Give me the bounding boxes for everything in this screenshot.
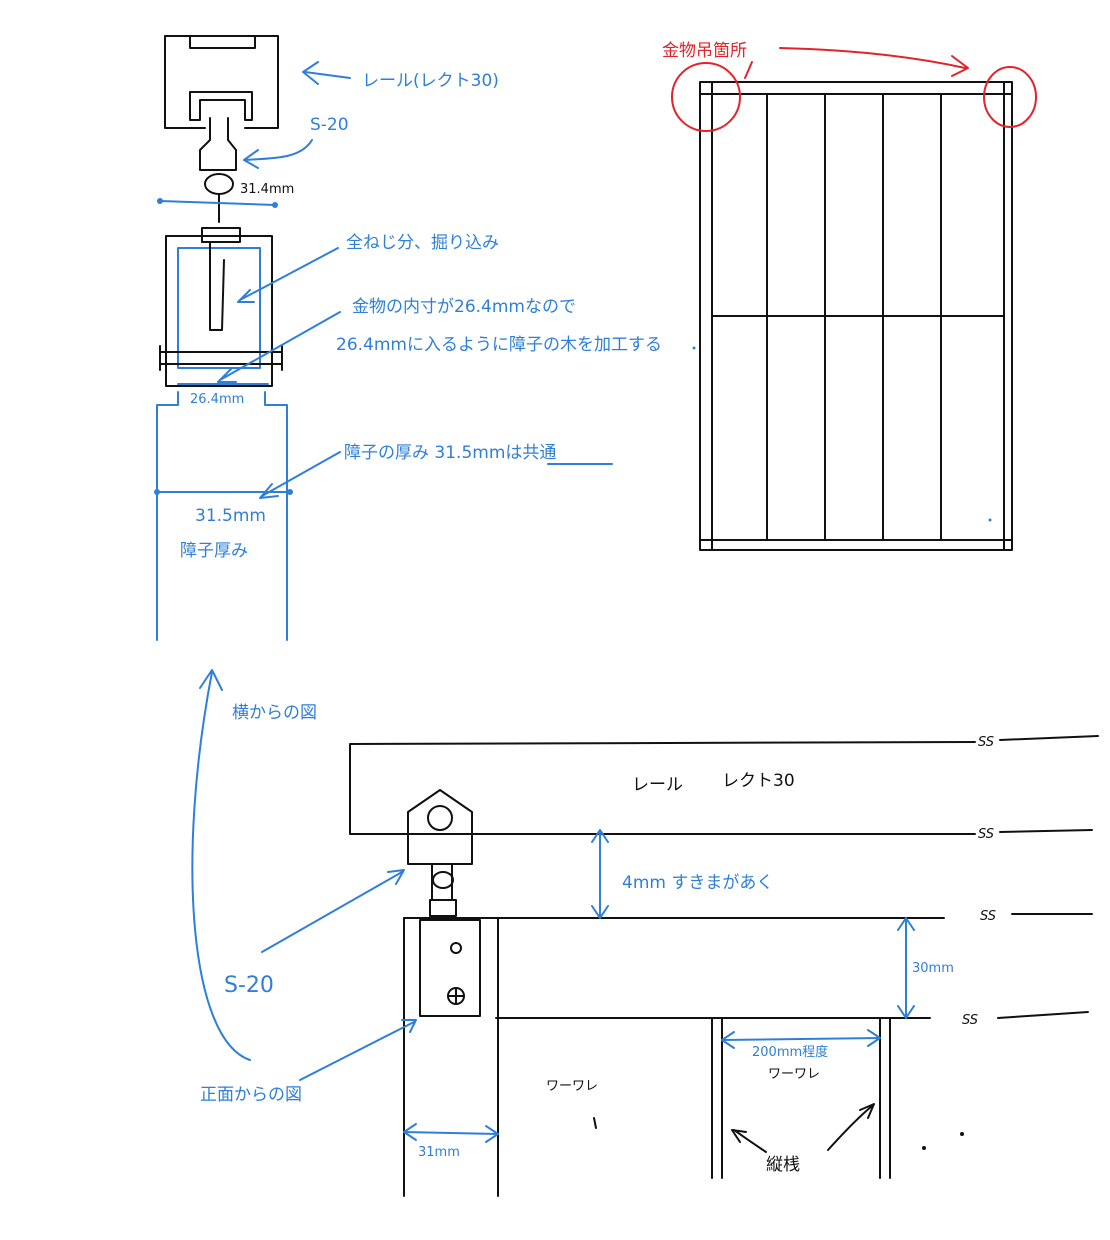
front-screw-2-cross [447,987,465,1005]
front-mullion [711,1017,891,1179]
front-screw-1 [450,942,462,954]
hanger-circle-left [671,62,741,132]
stile-width-label: 31mm [418,1145,460,1160]
front-fitting-plate [419,919,481,1017]
front-view-arrow [299,1019,417,1081]
stray-dot-4 [988,518,992,522]
fitting-note-2: 26.4mmに入るように障子の木を加工する [336,335,662,355]
top-rail-height: 30mm [912,961,954,976]
ss-leader-2 [999,829,1093,833]
front-runner-wheel [427,805,453,831]
ss-label-1: SS [978,735,994,750]
fitting-crossbar [159,345,283,371]
inner-width-label: 26.4mm [190,392,244,407]
runner-nut [204,173,234,195]
front-runner-nut [432,871,454,889]
rail-runner-wheel [189,91,253,121]
front-runner-hex [407,789,473,865]
dim-dot-thick-left [154,489,160,495]
spacing-dim [721,1029,881,1049]
front-top-rail [403,917,945,1019]
tenon-label-2: ワーワレ [768,1067,820,1082]
front-runner-arrow [261,869,405,953]
view-link-arrow [191,669,251,1061]
dim-dot-left [157,198,163,204]
tenon-tick [593,1117,597,1129]
runner-body [199,117,237,171]
fitting-hook [201,227,241,331]
hanger-circle-right [983,66,1037,128]
dim-dot-right [272,202,278,208]
ss-label-4: SS [962,1013,978,1028]
rail-label: レール(レクト30) [362,71,499,91]
thickness-arrow [259,451,341,499]
front-rail-label: レール [632,775,683,795]
gap-dim [591,829,609,919]
mullion-arrow-left [731,1129,767,1153]
rail-arrow [302,61,351,85]
front-rail [349,741,976,835]
ss-label-2: SS [978,827,994,842]
fitting-note-1: 金物の内寸が26.4mmなので [352,297,576,317]
runner-arrow [243,139,313,169]
hanger-pointer [744,61,753,79]
hanger-arrow [779,47,969,77]
mullion-arrow-right [827,1103,875,1151]
top-rail-dim [897,917,915,1019]
fitting-arrow [217,311,341,383]
side-view: 31.4mm 26.4mm 31.5mm 障子厚み レール(レクト30) S-2… [154,35,662,641]
screw-note: 全ねじ分、掘り込み [346,233,499,253]
hanger-label: 金物吊箇所 [662,41,747,61]
ss-label-3: SS [980,909,996,924]
front-runner-label: S-20 [224,973,274,998]
fitting-bracket [165,235,273,387]
tenon-label-1: ワーワレ [546,1079,598,1094]
ss-leader-4 [997,1011,1089,1019]
side-view-label: 横からの図 [232,703,317,723]
dim-runner-width [159,200,276,206]
fitting-inner-slot [177,247,261,369]
stray-dot-1 [922,1146,926,1150]
runner-label: S-20 [310,115,349,135]
mullion-label: 縦桟 [766,1155,800,1175]
shoji-frame-outer [699,81,1013,551]
shoji-stile [156,391,288,641]
gap-note: 4mm すきまがあく [622,873,773,893]
dim-dot-thick-right [287,489,293,495]
stray-dot-2 [960,1132,964,1136]
thickness-label: 障子厚み [180,541,248,561]
rail-profile [164,35,279,129]
front-view: レール レクト30 SS SS SS SS 4mm すきまがあく 30mm [191,346,1099,1197]
screw-arrow [237,247,339,303]
front-view-label: 正面からの図 [200,1085,302,1105]
panel-view: 金物吊箇所 [662,41,1037,551]
thickness-note: 障子の厚み 31.5mmは共通 [344,443,556,463]
front-stile [403,917,499,1197]
runner-width-label: 31.4mm [240,182,294,197]
stile-width-dim [403,1123,499,1143]
ss-leader-1 [999,735,1099,741]
stray-dot-3 [692,346,696,350]
front-rail-model: レクト30 [722,771,795,791]
thickness-value: 31.5mm [195,506,266,526]
spacing-note: 200mm程度 [752,1044,828,1060]
